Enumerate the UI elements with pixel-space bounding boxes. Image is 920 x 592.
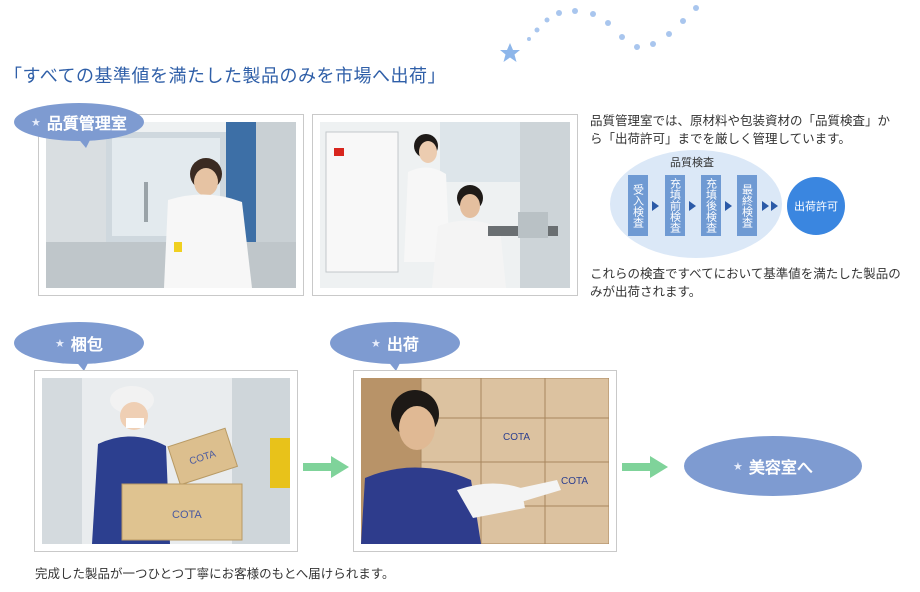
flow-arrow-icon bbox=[303, 456, 349, 478]
packing-label-text: 梱包 bbox=[70, 335, 103, 354]
box-brand-text: COTA bbox=[172, 509, 202, 521]
shipping-approval-label: 出荷許可 bbox=[794, 200, 838, 213]
inspection-step-post-fill: 充填後検査 bbox=[701, 175, 721, 236]
qc-room-label-text: 品質管理室 bbox=[46, 114, 127, 133]
packing-photo: COTA COTA bbox=[34, 370, 298, 552]
to-salon-label-text: 美容室へ bbox=[748, 458, 813, 477]
inspection-step-final: 最終検査 bbox=[737, 175, 757, 236]
star-icon: ★ bbox=[733, 459, 743, 473]
inspection-step-receiving: 受入検査 bbox=[628, 175, 648, 236]
qc-description: 品質管理室では、原材料や包装資材の「品質検査」から「出荷許可」までを厳しく管理し… bbox=[590, 113, 891, 146]
qc-photo-inspection bbox=[312, 114, 578, 296]
box-brand-text: COTA bbox=[561, 476, 588, 487]
inspection-step-label: 充填後検査 bbox=[704, 178, 718, 233]
shipping-photo: COTA COTA bbox=[353, 370, 617, 552]
inspection-group-label: 品質検査 bbox=[670, 156, 714, 169]
arrow-right-icon bbox=[689, 201, 696, 211]
box-brand-text: COTA bbox=[503, 432, 530, 443]
shipping-label-text: 出荷 bbox=[386, 335, 419, 354]
star-icon: ★ bbox=[55, 336, 65, 350]
arrow-right-icon bbox=[652, 201, 659, 211]
qc-room-label: ★ 品質管理室 bbox=[14, 103, 144, 148]
inspection-step-label: 充填前検査 bbox=[668, 178, 682, 233]
flow-arrow-icon bbox=[622, 456, 668, 478]
arrow-right-icon bbox=[771, 201, 778, 211]
inspection-step-label: 受入検査 bbox=[631, 183, 645, 228]
star-icon: ★ bbox=[31, 115, 41, 129]
shipping-approval-circle: 出荷許可 bbox=[787, 177, 845, 235]
packing-label: ★ 梱包 bbox=[14, 322, 144, 371]
packing-illustration: COTA COTA bbox=[42, 378, 290, 544]
arrow-right-icon bbox=[725, 201, 732, 211]
to-salon-label: ★ 美容室へ bbox=[684, 436, 862, 496]
page-title: 「すべての基準値を満たした製品のみを市場へ出荷」 bbox=[4, 66, 447, 87]
footer-text: 完成した製品が一つひとつ丁寧にお客様のもとへ届けられます。 bbox=[35, 566, 395, 581]
shipping-illustration: COTA COTA bbox=[361, 378, 609, 544]
qc-conclusion: これらの検査ですべてにおいて基準値を満たした製品のみが出荷されます。 bbox=[590, 266, 901, 299]
arrow-right-icon bbox=[762, 201, 769, 211]
inspection-step-pre-fill: 充填前検査 bbox=[665, 175, 685, 236]
inspection-step-label: 最終検査 bbox=[740, 183, 754, 228]
decorative-stars bbox=[500, 5, 699, 62]
shipping-label: ★ 出荷 bbox=[330, 322, 460, 371]
star-icon: ★ bbox=[371, 336, 381, 350]
lab-hood-illustration bbox=[46, 122, 296, 288]
inspection-illustration bbox=[320, 122, 570, 288]
qc-photo-lab-hood bbox=[38, 114, 304, 296]
